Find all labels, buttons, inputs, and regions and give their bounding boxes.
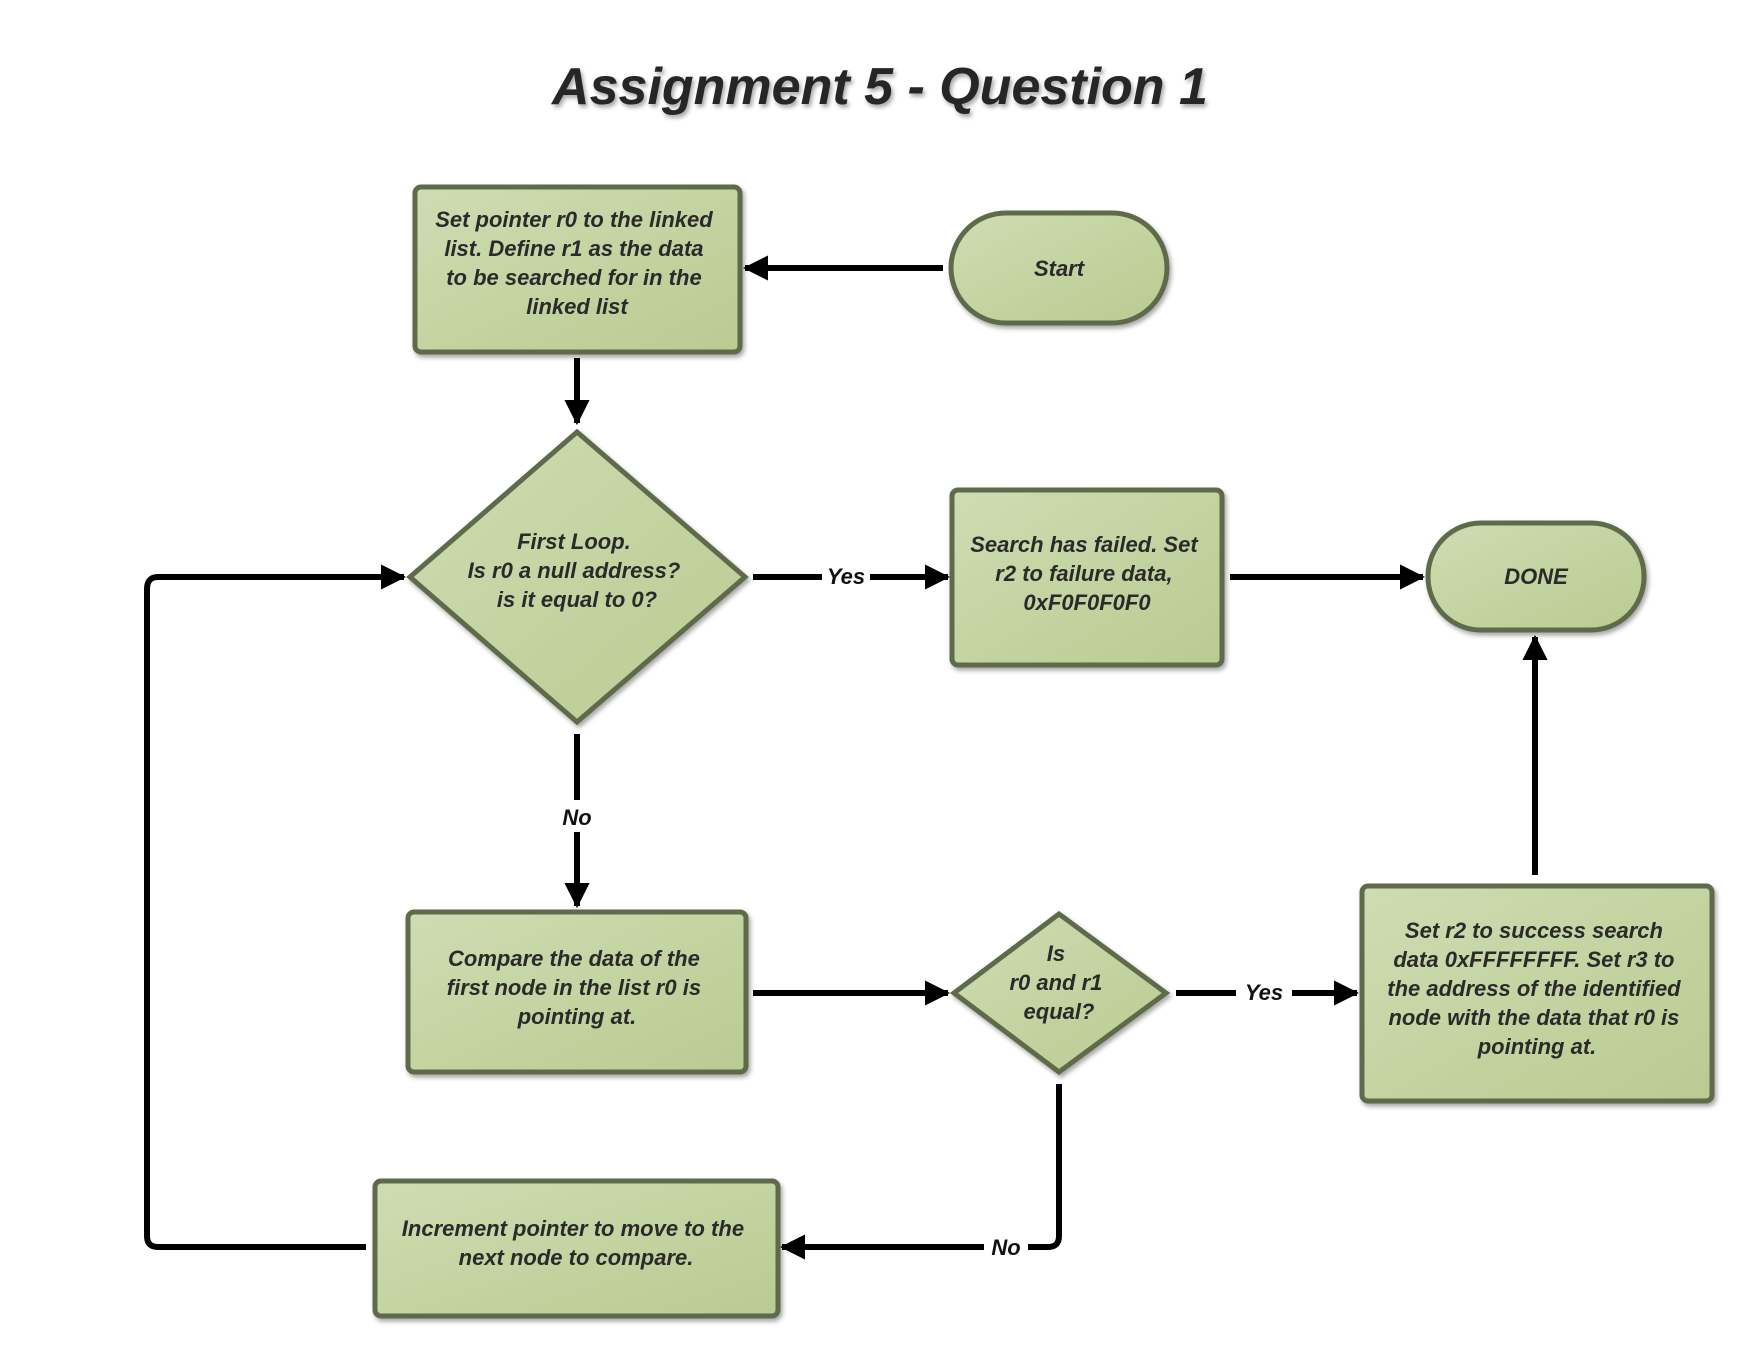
increment-process — [372, 1178, 781, 1319]
increment-label: Increment pointer to move to the next no… — [402, 1216, 750, 1270]
edges — [144, 255, 1548, 1260]
set-pointer-process — [412, 184, 743, 355]
success-label: Set r2 to success search data 0xFFFFFFFF… — [1387, 918, 1687, 1059]
diagram-title: Assignment 5 - Question 1 — [550, 58, 1208, 116]
set-pointer-label: Set pointer r0 to the linked list. Defin… — [435, 207, 719, 319]
search-failed-label: Search has failed. Set r2 to failure dat… — [970, 532, 1204, 615]
start-terminator — [948, 210, 1170, 326]
first-loop-label: First Loop. Is r0 a null address? is it … — [468, 529, 687, 612]
first-loop-decision — [406, 428, 749, 726]
edge-labels: Yes No Yes No — [556, 560, 1292, 1264]
compare-process — [405, 909, 749, 1075]
edge-label-first-loop-yes: Yes — [827, 564, 865, 589]
search-failed-process — [949, 487, 1225, 668]
equal-check-decision — [949, 910, 1171, 1076]
done-terminator — [1425, 520, 1647, 633]
node-labels: Start Set pointer r0 to the linked list.… — [402, 207, 1687, 1270]
nodes — [372, 184, 1715, 1319]
done-label: DONE — [1504, 564, 1569, 589]
edge-increment-loop — [144, 564, 407, 1250]
edge-label-equal-no: No — [991, 1235, 1020, 1260]
edge-label-equal-yes: Yes — [1245, 980, 1283, 1005]
success-process — [1359, 883, 1715, 1104]
edge-label-first-loop-no: No — [562, 805, 591, 830]
compare-label: Compare the data of the first node in th… — [447, 946, 707, 1029]
equal-check-label: Is r0 and r1 equal? — [1009, 941, 1108, 1024]
edge-equal-no — [779, 1084, 1062, 1260]
start-label: Start — [1034, 256, 1086, 281]
